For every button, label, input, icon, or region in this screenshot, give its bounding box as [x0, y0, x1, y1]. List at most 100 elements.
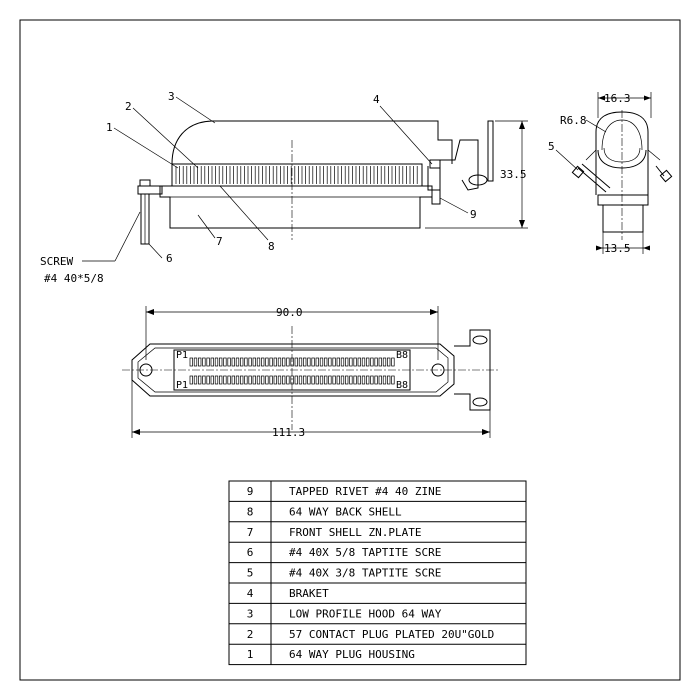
contact-pin: [214, 357, 219, 367]
end-top-arrow-r: [644, 95, 651, 101]
housing-teeth: [175, 166, 418, 184]
contact-pin: [273, 357, 277, 367]
pin-b8-top: B8: [396, 350, 408, 361]
pin-b8-bottom: B8: [396, 380, 408, 391]
contact-pin: [307, 375, 311, 385]
height-dimension: 33.5: [500, 168, 527, 181]
contact-pin: [227, 357, 231, 367]
bom-item-description: BRAKET: [289, 587, 329, 600]
bom-item-number: 2: [247, 628, 254, 641]
contact-pin: [198, 357, 202, 367]
plan-bracket-slot-top: [472, 335, 488, 345]
contact-pin: [214, 375, 219, 385]
height-arrow-top: [519, 121, 525, 129]
bom-item-description: #4 40X 3/8 TAPTITE SCRE: [289, 567, 441, 580]
bom-item-description: 64 WAY PLUG HOUSING: [289, 648, 415, 661]
contact-pin: [286, 375, 290, 385]
inner-arrow-r: [430, 309, 438, 315]
inner-arrow-l: [146, 309, 154, 315]
contact-pin: [227, 375, 231, 385]
contact-pin: [256, 357, 261, 367]
leader-4: [379, 105, 433, 165]
bom-item-description: FRONT SHELL ZN.PLATE: [289, 526, 421, 539]
contact-pin: [336, 357, 340, 367]
contact-pin: [206, 375, 210, 385]
screw-label: SCREW: [40, 255, 73, 268]
bom-item-number: 6: [247, 546, 254, 559]
bom-item-description: #4 40X 5/8 TAPTITE SCRE: [289, 546, 441, 559]
contact-pin: [298, 357, 303, 367]
bom-item-description: LOW PROFILE HOOD 64 WAY: [289, 607, 442, 620]
contact-pin: [349, 357, 353, 367]
contact-pin: [336, 375, 340, 385]
contact-pin: [235, 357, 240, 367]
contact-pin: [366, 357, 370, 367]
contact-pin: [202, 375, 206, 385]
end-top-arrow-l: [598, 95, 605, 101]
contact-pin: [370, 375, 374, 385]
bom-item-number: 1: [247, 648, 254, 661]
end-bottom-arrow-r: [643, 245, 650, 251]
contact-pin: [265, 357, 269, 367]
contact-pin: [189, 375, 193, 385]
contact-pin: [387, 375, 391, 385]
contact-pin: [210, 375, 214, 385]
contact-pin: [378, 375, 382, 385]
contact-pin: [340, 375, 345, 385]
bom-frame: [228, 480, 527, 666]
contact-pin: [256, 375, 261, 385]
screw-leader-diag: [114, 211, 141, 262]
plan-shell-inner: [137, 347, 449, 393]
contact-pin: [261, 357, 265, 367]
contact-pin: [231, 357, 235, 367]
contact-pin: [332, 375, 336, 385]
contact-pin: [282, 375, 286, 385]
left-screw-head: [139, 179, 151, 187]
contact-pin: [319, 357, 324, 367]
contact-pin: [294, 375, 298, 385]
contact-pin: [277, 375, 282, 385]
contact-pin: [235, 375, 240, 385]
height-arrow-bottom: [519, 220, 525, 228]
contact-pin: [206, 357, 210, 367]
contact-pin: [357, 357, 361, 367]
contact-pin: [303, 375, 307, 385]
contact-pin: [307, 357, 311, 367]
contact-pin: [328, 357, 332, 367]
contact-pin: [328, 375, 332, 385]
plan-view: 90.0 P1 P1 B8 B8 111.3: [122, 306, 500, 439]
contact-pin: [240, 375, 244, 385]
contact-pin: [387, 357, 391, 367]
contact-pin: [340, 357, 345, 367]
end-bottom-dimension: 13.5: [604, 242, 631, 255]
bom-item-description: 64 WAY BACK SHELL: [289, 505, 402, 518]
end-housing: [597, 194, 649, 206]
bom-item-number: 3: [247, 607, 254, 620]
leader-9: [439, 197, 469, 214]
contact-pin: [261, 375, 265, 385]
callout-3: 3: [168, 90, 175, 103]
contact-pin: [223, 357, 227, 367]
contact-pin: [324, 357, 328, 367]
plan-bracket-slot-bottom: [472, 397, 488, 407]
contact-pin: [269, 375, 273, 385]
contact-pin: [286, 357, 290, 367]
leader-3: [175, 96, 216, 124]
bom-item-number: 9: [247, 485, 254, 498]
contact-pin: [223, 375, 227, 385]
leader-5: [555, 149, 579, 171]
contact-pin: [265, 375, 269, 385]
contact-pin: [311, 375, 315, 385]
contact-pin: [269, 357, 273, 367]
contact-pin: [349, 375, 353, 385]
pin-p1-top: P1: [176, 350, 188, 361]
end-view: 16.3 R6.8 5 13.5: [548, 92, 673, 255]
overall-arrow-l: [132, 429, 140, 435]
leader-1: [113, 127, 179, 169]
contact-pin: [193, 375, 198, 385]
contact-pin: [345, 375, 349, 385]
bom-item-description: TAPPED RIVET #4 40 ZINE: [289, 485, 441, 498]
callout-2: 2: [125, 100, 132, 113]
